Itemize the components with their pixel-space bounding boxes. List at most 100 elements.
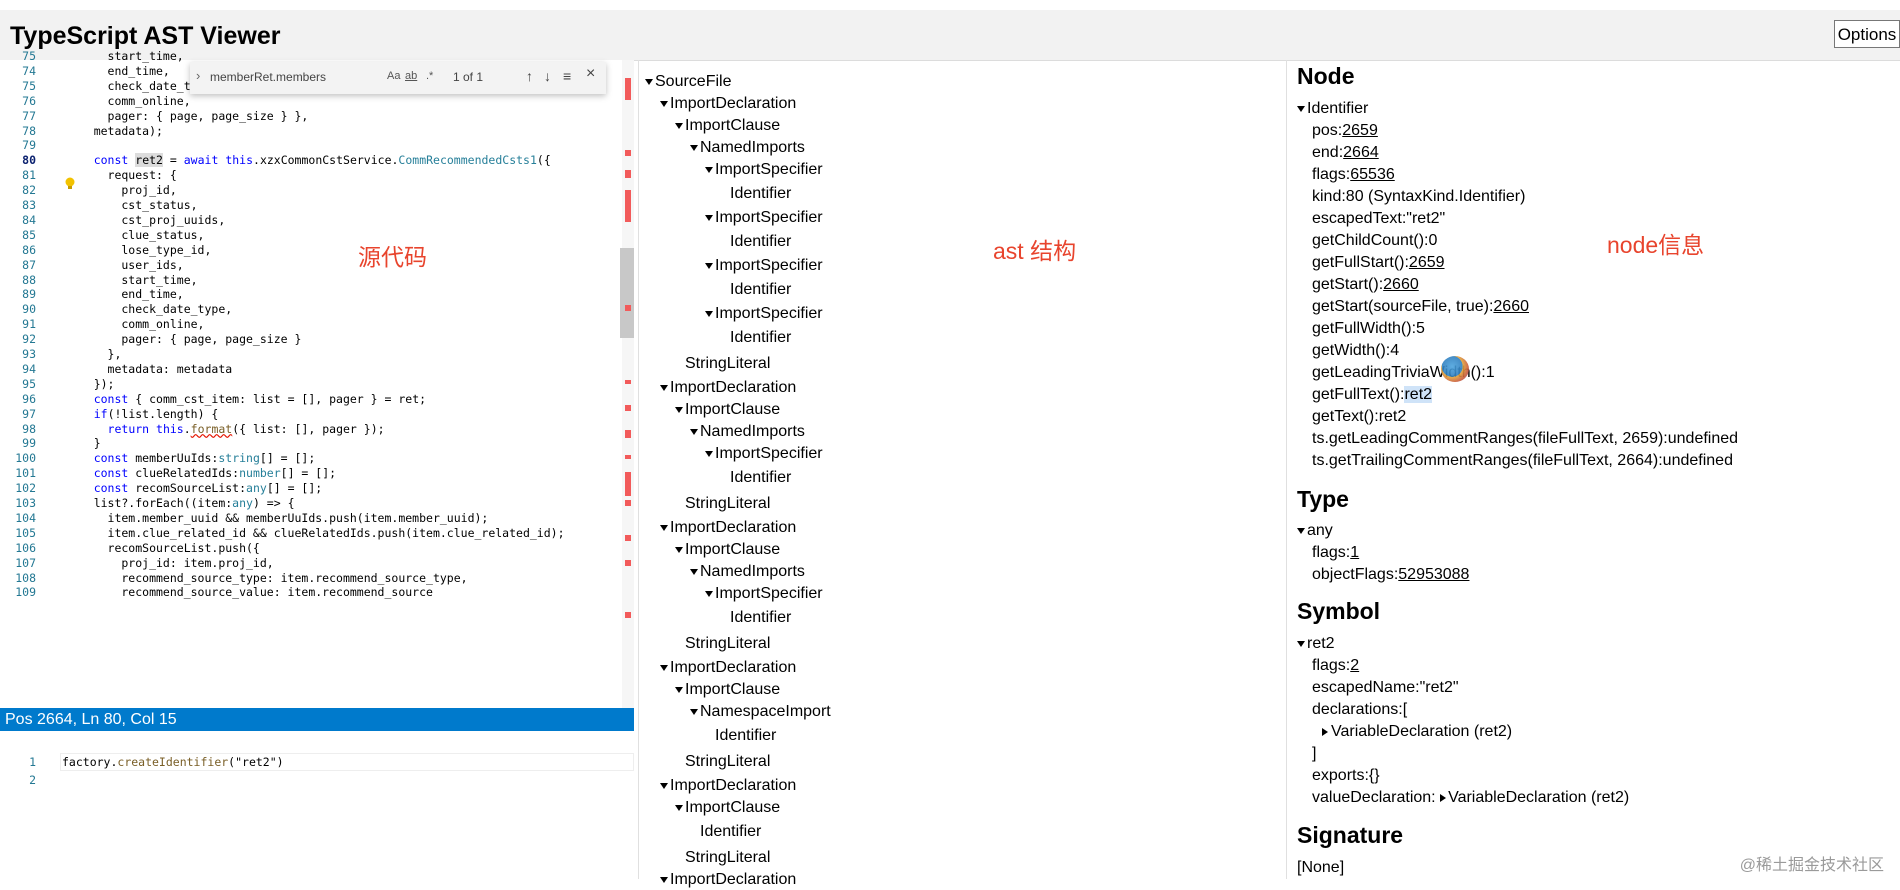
ast-node-identifier[interactable]: Identifier xyxy=(715,727,777,744)
prop-value-link[interactable]: 2664 xyxy=(1343,144,1379,161)
find-input[interactable]: memberRet.members xyxy=(210,70,327,84)
code-line[interactable]: 104 item.member_uuid && memberUuIds.push… xyxy=(0,509,620,527)
code-line[interactable]: 87 user_ids, xyxy=(0,256,620,274)
code-line[interactable]: 99 } xyxy=(0,434,620,452)
code-line[interactable]: 86 lose_type_id, xyxy=(0,241,620,259)
code-line[interactable]: 92 pager: { page, page_size } xyxy=(0,330,620,348)
ast-node-importclause[interactable]: ImportClause xyxy=(675,116,780,136)
close-find-icon[interactable]: × xyxy=(586,65,596,82)
ast-node-namespaceimport[interactable]: NamespaceImport xyxy=(690,702,831,722)
ast-node-importspecifier[interactable]: ImportSpecifier xyxy=(705,304,823,324)
code-line[interactable]: 75 start_time, xyxy=(0,47,620,65)
code-line[interactable]: 97 if(!list.length) { xyxy=(0,405,620,423)
code-line[interactable]: 74 end_time, xyxy=(0,62,620,80)
code-line[interactable]: 106 recomSourceList.push({ xyxy=(0,539,620,557)
code-line[interactable]: 101 const clueRelatedIds:number[] = []; xyxy=(0,464,620,482)
regex-icon[interactable]: .* xyxy=(426,70,434,82)
lightbulb-icon[interactable] xyxy=(64,177,76,191)
code-line[interactable]: 102 const recomSourceList:any[] = []; xyxy=(0,479,620,497)
prop-value-link[interactable]: 2 xyxy=(1350,657,1360,674)
ast-node-importspecifier[interactable]: ImportSpecifier xyxy=(705,444,823,464)
match-case-icon[interactable]: Aa xyxy=(387,70,401,82)
ast-node-identifier[interactable]: Identifier xyxy=(730,185,792,202)
ast-node-importdeclaration[interactable]: ImportDeclaration xyxy=(660,870,796,890)
code-line[interactable]: 81 request: { xyxy=(0,166,620,184)
ast-node-namedimports[interactable]: NamedImports xyxy=(690,562,805,582)
ast-node-stringliteral[interactable]: StringLiteral xyxy=(685,495,771,512)
code-line[interactable]: 82 proj_id, xyxy=(0,181,620,199)
prop-value-link[interactable]: 1 xyxy=(1350,544,1360,561)
code-line[interactable]: 103 list?.forEach((item:any) => { xyxy=(0,494,620,512)
prop-value-link[interactable]: 65536 xyxy=(1350,166,1395,183)
type-any-toggle[interactable]: any xyxy=(1297,521,1333,541)
editor-scrollbar-thumb[interactable] xyxy=(620,248,634,338)
code-line[interactable]: 89 end_time, xyxy=(0,285,620,303)
options-button[interactable]: Options xyxy=(1834,20,1900,48)
code-line[interactable]: 76 comm_online, xyxy=(0,92,620,110)
code-line[interactable]: 90 check_date_type, xyxy=(0,300,620,318)
code-line[interactable]: 109 recommend_source_value: item.recomme… xyxy=(0,583,620,601)
symbol-declaration-item[interactable]: VariableDeclaration (ret2) xyxy=(1322,722,1512,742)
ast-node-importdeclaration[interactable]: ImportDeclaration xyxy=(660,776,796,796)
value-declaration-link[interactable]: VariableDeclaration (ret2) xyxy=(1440,789,1629,806)
node-identifier-toggle[interactable]: Identifier xyxy=(1297,99,1368,119)
code-line[interactable]: 107 proj_id: item.proj_id, xyxy=(0,554,620,572)
ast-node-stringliteral[interactable]: StringLiteral xyxy=(685,849,771,866)
ast-node-importspecifier[interactable]: ImportSpecifier xyxy=(705,208,823,228)
ast-node-importclause[interactable]: ImportClause xyxy=(675,798,780,818)
ast-node-importspecifier[interactable]: ImportSpecifier xyxy=(705,160,823,180)
ast-node-sourcefile[interactable]: SourceFile xyxy=(645,72,731,92)
ast-node-importdeclaration[interactable]: ImportDeclaration xyxy=(660,518,796,538)
code-line[interactable]: 85 clue_status, xyxy=(0,226,620,244)
match-word-icon[interactable]: ab xyxy=(405,70,418,82)
prop-value-link[interactable]: 2659 xyxy=(1408,254,1445,271)
code-line[interactable]: 94 metadata: metadata xyxy=(0,360,620,378)
ast-node-importclause[interactable]: ImportClause xyxy=(675,540,780,560)
ast-node-importdeclaration[interactable]: ImportDeclaration xyxy=(660,94,796,114)
code-line[interactable]: 84 cst_proj_uuids, xyxy=(0,211,620,229)
ast-node-importspecifier[interactable]: ImportSpecifier xyxy=(705,256,823,276)
ast-node-identifier[interactable]: Identifier xyxy=(730,281,792,298)
code-line[interactable]: 78 metadata); xyxy=(0,122,620,140)
prop-value-link[interactable]: 2660 xyxy=(1493,298,1529,315)
ast-node-importdeclaration[interactable]: ImportDeclaration xyxy=(660,378,796,398)
ast-node-importclause[interactable]: ImportClause xyxy=(675,680,780,700)
ast-node-identifier[interactable]: Identifier xyxy=(730,233,792,250)
code-line[interactable]: 93 }, xyxy=(0,345,620,363)
prop-value-link[interactable]: 52953088 xyxy=(1398,566,1470,583)
ast-node-importdeclaration[interactable]: ImportDeclaration xyxy=(660,658,796,678)
ast-node-identifier[interactable]: Identifier xyxy=(730,329,792,346)
prop-value-link[interactable]: 2659 xyxy=(1342,122,1378,139)
find-expand-chevron-icon[interactable]: › xyxy=(196,68,201,83)
ast-node-importclause[interactable]: ImportClause xyxy=(675,400,780,420)
prop-value-link[interactable]: 2660 xyxy=(1383,276,1419,293)
factory-code-line[interactable]: 2 xyxy=(0,771,634,789)
ast-node-stringliteral[interactable]: StringLiteral xyxy=(685,355,771,372)
pane-divider-left[interactable] xyxy=(638,60,639,879)
ast-node-identifier[interactable]: Identifier xyxy=(730,609,792,626)
code-line[interactable]: 77 pager: { page, page_size } }, xyxy=(0,107,620,125)
code-line[interactable]: 98 return this.format({ list: [], pager … xyxy=(0,420,620,438)
source-editor[interactable]: 75 start_time,74 end_time,75 check_date_… xyxy=(0,49,634,708)
code-line[interactable]: 95 }); xyxy=(0,375,620,393)
code-line[interactable]: 79 xyxy=(0,136,620,154)
ast-node-stringliteral[interactable]: StringLiteral xyxy=(685,635,771,652)
next-match-icon[interactable]: ↓ xyxy=(544,68,551,84)
code-line[interactable]: 108 recommend_source_type: item.recommen… xyxy=(0,569,620,587)
previous-match-icon[interactable]: ↑ xyxy=(526,68,533,84)
code-line[interactable]: 80 const ret2 = await this.xzxCommonCstS… xyxy=(0,151,620,169)
ast-node-importspecifier[interactable]: ImportSpecifier xyxy=(705,584,823,604)
ast-node-identifier[interactable]: Identifier xyxy=(700,823,762,840)
code-line[interactable]: 96 const { comm_cst_item: list = [], pag… xyxy=(0,390,620,408)
pane-divider-right[interactable] xyxy=(1286,60,1287,879)
find-in-selection-icon[interactable]: ≡ xyxy=(563,68,572,84)
symbol-ret2-toggle[interactable]: ret2 xyxy=(1297,634,1335,654)
code-line[interactable]: 105 item.clue_related_id && clueRelatedI… xyxy=(0,524,620,542)
ast-node-namedimports[interactable]: NamedImports xyxy=(690,422,805,442)
code-line[interactable]: 100 const memberUuIds:string[] = []; xyxy=(0,449,620,467)
code-line[interactable]: 91 comm_online, xyxy=(0,315,620,333)
code-line[interactable]: 83 cst_status, xyxy=(0,196,620,214)
code-line[interactable]: 88 start_time, xyxy=(0,271,620,289)
